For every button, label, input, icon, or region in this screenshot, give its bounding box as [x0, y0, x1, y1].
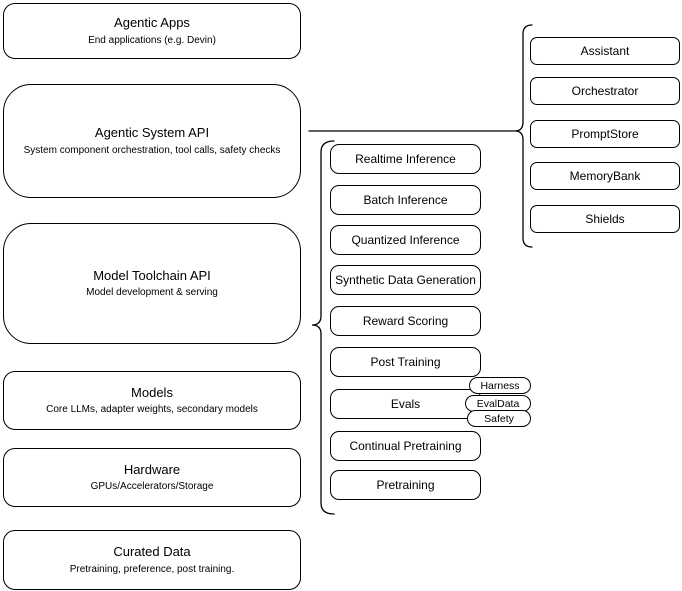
- system-component-shields: Shields: [530, 205, 680, 233]
- node-subtitle: Pretraining, preference, post training.: [69, 563, 235, 575]
- evals-tag-harness: Harness: [469, 377, 531, 394]
- node-label: Evals: [390, 397, 421, 411]
- node-label: Post Training: [370, 355, 441, 369]
- node-agentic-apps: Agentic Apps End applications (e.g. Devi…: [3, 3, 301, 59]
- toolchain-item-synthetic-data-generation: Synthetic Data Generation: [330, 265, 481, 295]
- node-model-toolchain-api: Model Toolchain API Model development & …: [3, 223, 301, 344]
- toolchain-item-continual-pretraining: Continual Pretraining: [330, 431, 481, 461]
- node-label: Orchestrator: [571, 84, 639, 98]
- toolchain-item-reward-scoring: Reward Scoring: [330, 306, 481, 336]
- node-label: Quantized Inference: [351, 233, 460, 247]
- toolchain-item-evals: Evals: [330, 389, 481, 419]
- node-label: Batch Inference: [363, 193, 448, 207]
- node-title: Models: [131, 384, 173, 400]
- node-subtitle: GPUs/Accelerators/Storage: [90, 481, 214, 493]
- node-subtitle: System component orchestration, tool cal…: [23, 144, 281, 156]
- toolchain-item-quantized-inference: Quantized Inference: [330, 225, 481, 255]
- toolchain-item-post-training: Post Training: [330, 347, 481, 377]
- node-label: Reward Scoring: [362, 314, 449, 328]
- node-title: Hardware: [123, 461, 181, 477]
- node-models: Models Core LLMs, adapter weights, secon…: [3, 371, 301, 430]
- evals-tag-safety: Safety: [467, 410, 531, 427]
- node-label: Synthetic Data Generation: [335, 273, 476, 287]
- system-component-orchestrator: Orchestrator: [530, 77, 680, 105]
- node-label: MemoryBank: [569, 169, 641, 183]
- node-label: Shields: [585, 212, 625, 226]
- toolchain-item-batch-inference: Batch Inference: [330, 185, 481, 215]
- node-title: Agentic System API: [94, 125, 210, 141]
- tag-label: EvalData: [476, 397, 520, 410]
- node-subtitle: Core LLMs, adapter weights, secondary mo…: [46, 404, 258, 416]
- node-curated-data: Curated Data Pretraining, preference, po…: [3, 530, 301, 590]
- node-label: Continual Pretraining: [349, 439, 462, 453]
- tag-label: Safety: [484, 412, 514, 425]
- node-label: PromptStore: [571, 127, 639, 141]
- system-components-brace: [514, 24, 533, 248]
- node-agentic-system-api: Agentic System API System component orch…: [3, 84, 301, 198]
- node-title: Agentic Apps: [114, 15, 190, 31]
- node-title: Curated Data: [113, 544, 191, 560]
- toolchain-item-realtime-inference: Realtime Inference: [330, 144, 481, 174]
- node-label: Assistant: [580, 44, 630, 58]
- node-hardware: Hardware GPUs/Accelerators/Storage: [3, 448, 301, 507]
- toolchain-brace: [311, 140, 335, 515]
- node-subtitle: Model development & serving: [86, 287, 218, 299]
- toolchain-item-pretraining: Pretraining: [330, 470, 481, 500]
- system-component-memorybank: MemoryBank: [530, 162, 680, 190]
- node-label: Realtime Inference: [355, 152, 456, 166]
- tag-label: Harness: [480, 379, 520, 392]
- system-component-assistant: Assistant: [530, 37, 680, 65]
- node-label: Pretraining: [376, 478, 435, 492]
- system-component-promptstore: PromptStore: [530, 120, 680, 148]
- node-title: Model Toolchain API: [93, 267, 211, 283]
- node-subtitle: End applications (e.g. Devin): [88, 34, 216, 46]
